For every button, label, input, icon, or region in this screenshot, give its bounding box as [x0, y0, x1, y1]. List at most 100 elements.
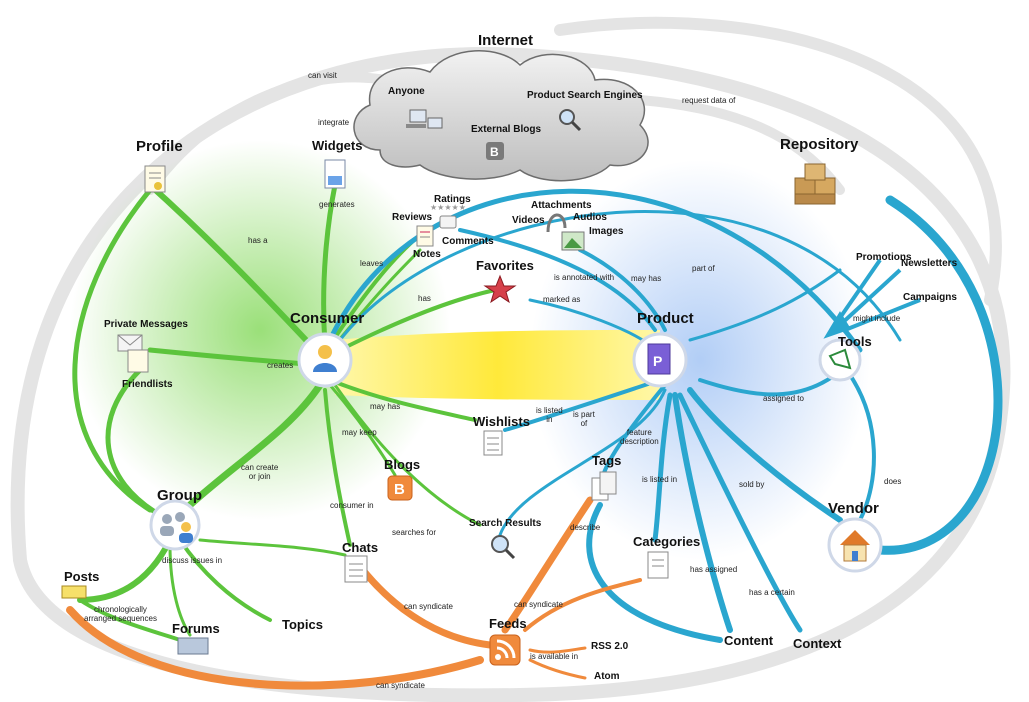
edge-marked-as: marked as: [543, 295, 581, 304]
edge-can-syndicate: can syndicate: [404, 602, 453, 611]
megaphone-icon: [828, 348, 852, 370]
consumer-product-band: [335, 330, 660, 400]
repository-icon: [794, 163, 836, 205]
node-content: Content: [724, 633, 774, 648]
wishlists-icon: [483, 430, 503, 456]
node-newsletters: Newsletters: [901, 258, 958, 269]
tags-icon: [591, 471, 617, 501]
edge-does: does: [884, 477, 902, 486]
node-group: Group: [157, 487, 202, 504]
edge-has-a: has a: [248, 236, 268, 245]
node-vendor: Vendor: [828, 500, 879, 517]
gray-outer-loops: [10, 16, 1011, 702]
anyone-icon: [406, 109, 443, 129]
edge-leaves: leaves: [360, 259, 384, 268]
attachments-icon: [546, 213, 567, 233]
edge-can-create-or-join: can create or join: [241, 463, 279, 481]
node-attachments: Attachments: [531, 200, 592, 211]
node-atom: Atom: [594, 671, 620, 682]
edge-consumer-in: consumer in: [330, 501, 374, 510]
chats-icon: [344, 555, 368, 583]
edge-feature-description: feature description: [620, 428, 659, 446]
node-campaigns: Campaigns: [903, 292, 957, 303]
svg-text:★★★★★: ★★★★★: [430, 203, 466, 212]
orange-branches: [66, 496, 642, 690]
node-promotions: Promotions: [856, 252, 912, 263]
edge-might-include: might include: [853, 314, 901, 323]
edge-may-keep: may keep: [342, 428, 377, 437]
node-tools: Tools: [838, 334, 872, 349]
blogs-icon: B: [387, 475, 413, 501]
external-blogs-icon: B: [486, 142, 504, 160]
node-repository: Repository: [780, 136, 859, 153]
edge-describe: describe: [570, 523, 601, 532]
node-wishlists: Wishlists: [473, 414, 530, 429]
consumer-icon: [318, 345, 332, 359]
edge-assigned-to: assigned to: [763, 394, 804, 403]
node-friendlists: Friendlists: [122, 379, 173, 390]
green-glow: [70, 140, 450, 520]
edge-generates: generates: [319, 200, 355, 209]
ratings-icon: ★★★★★: [430, 203, 466, 212]
node-comments: Comments: [442, 236, 494, 247]
widgets-icon: [324, 159, 346, 189]
svg-text:B: B: [394, 481, 405, 498]
forums-icon: [177, 637, 209, 655]
edge-has-a-certain: has a certain: [749, 588, 795, 597]
node-audios: Audios: [573, 212, 607, 223]
edge-is-annotated-with: is annotated with: [554, 273, 615, 282]
edge-sold-by: sold by: [739, 480, 765, 489]
node-private-messages: Private Messages: [104, 319, 188, 330]
house-icon: [840, 530, 870, 562]
edge-searches-for: searches for: [392, 528, 437, 537]
edge-can-visit: can visit: [308, 71, 337, 80]
edge-is-listed-in: is listed in: [536, 406, 563, 424]
node-internet: Internet: [478, 32, 534, 49]
edge-discuss-issues-in: discuss issues in: [162, 556, 223, 565]
images-icon: [561, 231, 585, 251]
node-external-blogs: External Blogs: [471, 124, 542, 135]
favorites-star-icon: [483, 274, 517, 304]
edge-is-part-of: is part of: [573, 410, 595, 428]
edge-request-data-of: request data of: [682, 96, 736, 105]
product-search-icon: [559, 109, 582, 132]
node-reviews: Reviews: [392, 212, 433, 223]
edge-may-has: may has: [631, 274, 662, 283]
node-context: Context: [793, 636, 842, 651]
node-rss: RSS 2.0: [591, 641, 629, 652]
comments-icon: [439, 215, 457, 229]
node-images: Images: [589, 226, 624, 237]
search-icon: [491, 535, 516, 560]
internet-cloud: [353, 50, 649, 182]
profile-icon: [144, 165, 166, 193]
node-search-results: Search Results: [469, 518, 542, 529]
node-consumer: Consumer: [290, 310, 365, 327]
edge-can-syndicate-3: can syndicate: [376, 681, 425, 690]
product-icon: [647, 343, 671, 375]
node-forums: Forums: [172, 621, 220, 636]
edge-creates: creates: [267, 361, 294, 370]
edge-chronologically: chronologically arranged sequences: [84, 605, 157, 623]
edge-can-syndicate-2: can syndicate: [514, 600, 563, 609]
edge-integrate: integrate: [318, 118, 350, 127]
node-ratings: Ratings: [434, 194, 471, 205]
blue-glow: [530, 160, 870, 560]
reviews-icon: [416, 225, 434, 247]
node-chats: Chats: [342, 540, 379, 555]
node-profile: Profile: [136, 138, 183, 155]
edge-has-assigned: has assigned: [690, 565, 738, 574]
node-posts: Posts: [64, 569, 100, 584]
edge-is-available-in: is available in: [530, 652, 579, 661]
blue-branches: [327, 188, 1003, 643]
node-widgets: Widgets: [312, 138, 363, 153]
group-icon: [160, 512, 193, 543]
private-messages-icon: [117, 334, 149, 373]
node-anyone: Anyone: [388, 86, 425, 97]
svg-text:B: B: [490, 145, 499, 159]
consumer-hub: [297, 332, 353, 388]
edge-part-of: part of: [692, 264, 715, 273]
node-product: Product: [637, 310, 694, 327]
node-categories: Categories: [633, 534, 701, 549]
node-topics: Topics: [282, 617, 323, 632]
